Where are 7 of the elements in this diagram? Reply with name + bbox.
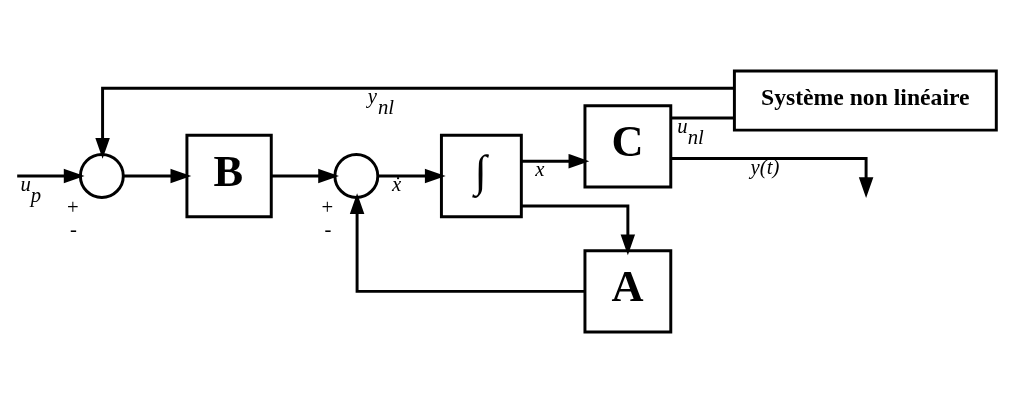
node-label: + (67, 196, 79, 218)
node-label: - (70, 218, 77, 241)
node-label: - (324, 218, 332, 241)
node-label: + (321, 196, 334, 218)
edge-label: x (535, 158, 545, 181)
edge-label: ẋ (391, 173, 402, 196)
edge-label: y(t) (750, 155, 780, 178)
